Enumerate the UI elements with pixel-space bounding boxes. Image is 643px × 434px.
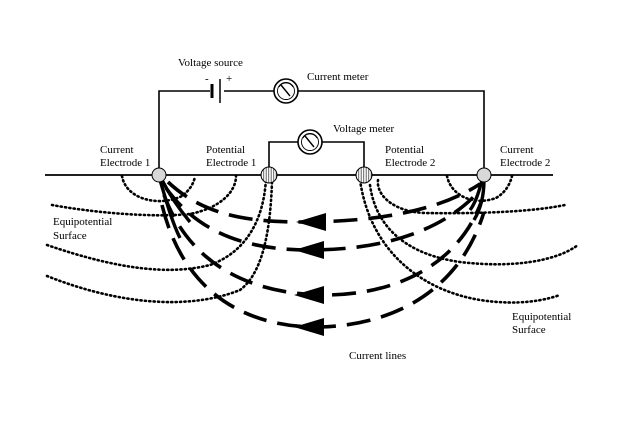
equipotential-surface-label-left: Equipotential (53, 216, 112, 228)
current-electrode-1-icon (151, 167, 167, 183)
current-electrode-2-label: Current (500, 144, 534, 156)
current-line-near-electrode (158, 179, 182, 239)
current-lines-label: Current lines (349, 350, 406, 362)
equipotential-line (120, 174, 197, 203)
equipotential-line (368, 183, 580, 266)
arrowhead-left-icon (294, 241, 324, 259)
current-meter-label: Current meter (307, 71, 369, 83)
current-electrode-2-icon (476, 167, 492, 183)
equipotential-line (358, 178, 562, 304)
current-line-near-electrode (468, 179, 484, 212)
arrowhead-left-icon (294, 318, 324, 336)
battery-minus-label: - (205, 73, 209, 85)
current-meter-icon (273, 78, 299, 104)
current-line-near-electrode (472, 179, 486, 221)
voltage-source-label: Voltage source (178, 57, 243, 69)
battery-icon (210, 79, 221, 103)
potential-electrode-1-label: Potential (206, 144, 245, 156)
current-electrode-2-label: Electrode 2 (500, 157, 550, 169)
potential-electrode-2-label: Electrode 2 (385, 157, 435, 169)
equipotential-surface-label-left: Surface (53, 230, 87, 242)
equipotential-line (45, 176, 268, 272)
equipotential-surface-label-right: Equipotential (512, 311, 571, 323)
current-circuit-wire-return (298, 90, 485, 175)
voltage-circuit-wire-left (268, 141, 298, 175)
voltage-meter-icon (297, 129, 323, 155)
equipotential-surface-label-right: Surface (512, 324, 546, 336)
current-line-near-electrode (160, 179, 192, 224)
voltage-circuit-wire-right (322, 141, 365, 175)
potential-electrode-1-icon (260, 166, 278, 184)
potential-electrode-2-label: Potential (385, 144, 424, 156)
potential-electrode-2-icon (355, 166, 373, 184)
equipotential-line (445, 174, 514, 203)
current-electrode-1-label: Electrode 1 (100, 157, 150, 169)
potential-electrode-1-label: Electrode 1 (206, 157, 256, 169)
battery-plus-label: + (226, 73, 232, 85)
arrowhead-left-icon (294, 286, 324, 304)
arrowhead-left-icon (296, 213, 326, 231)
current-electrode-1-label: Current (100, 144, 134, 156)
voltage-meter-label: Voltage meter (333, 123, 395, 135)
current-circuit-wire (158, 90, 210, 175)
equipotential-line (376, 178, 567, 215)
equipotential-line (45, 180, 274, 304)
